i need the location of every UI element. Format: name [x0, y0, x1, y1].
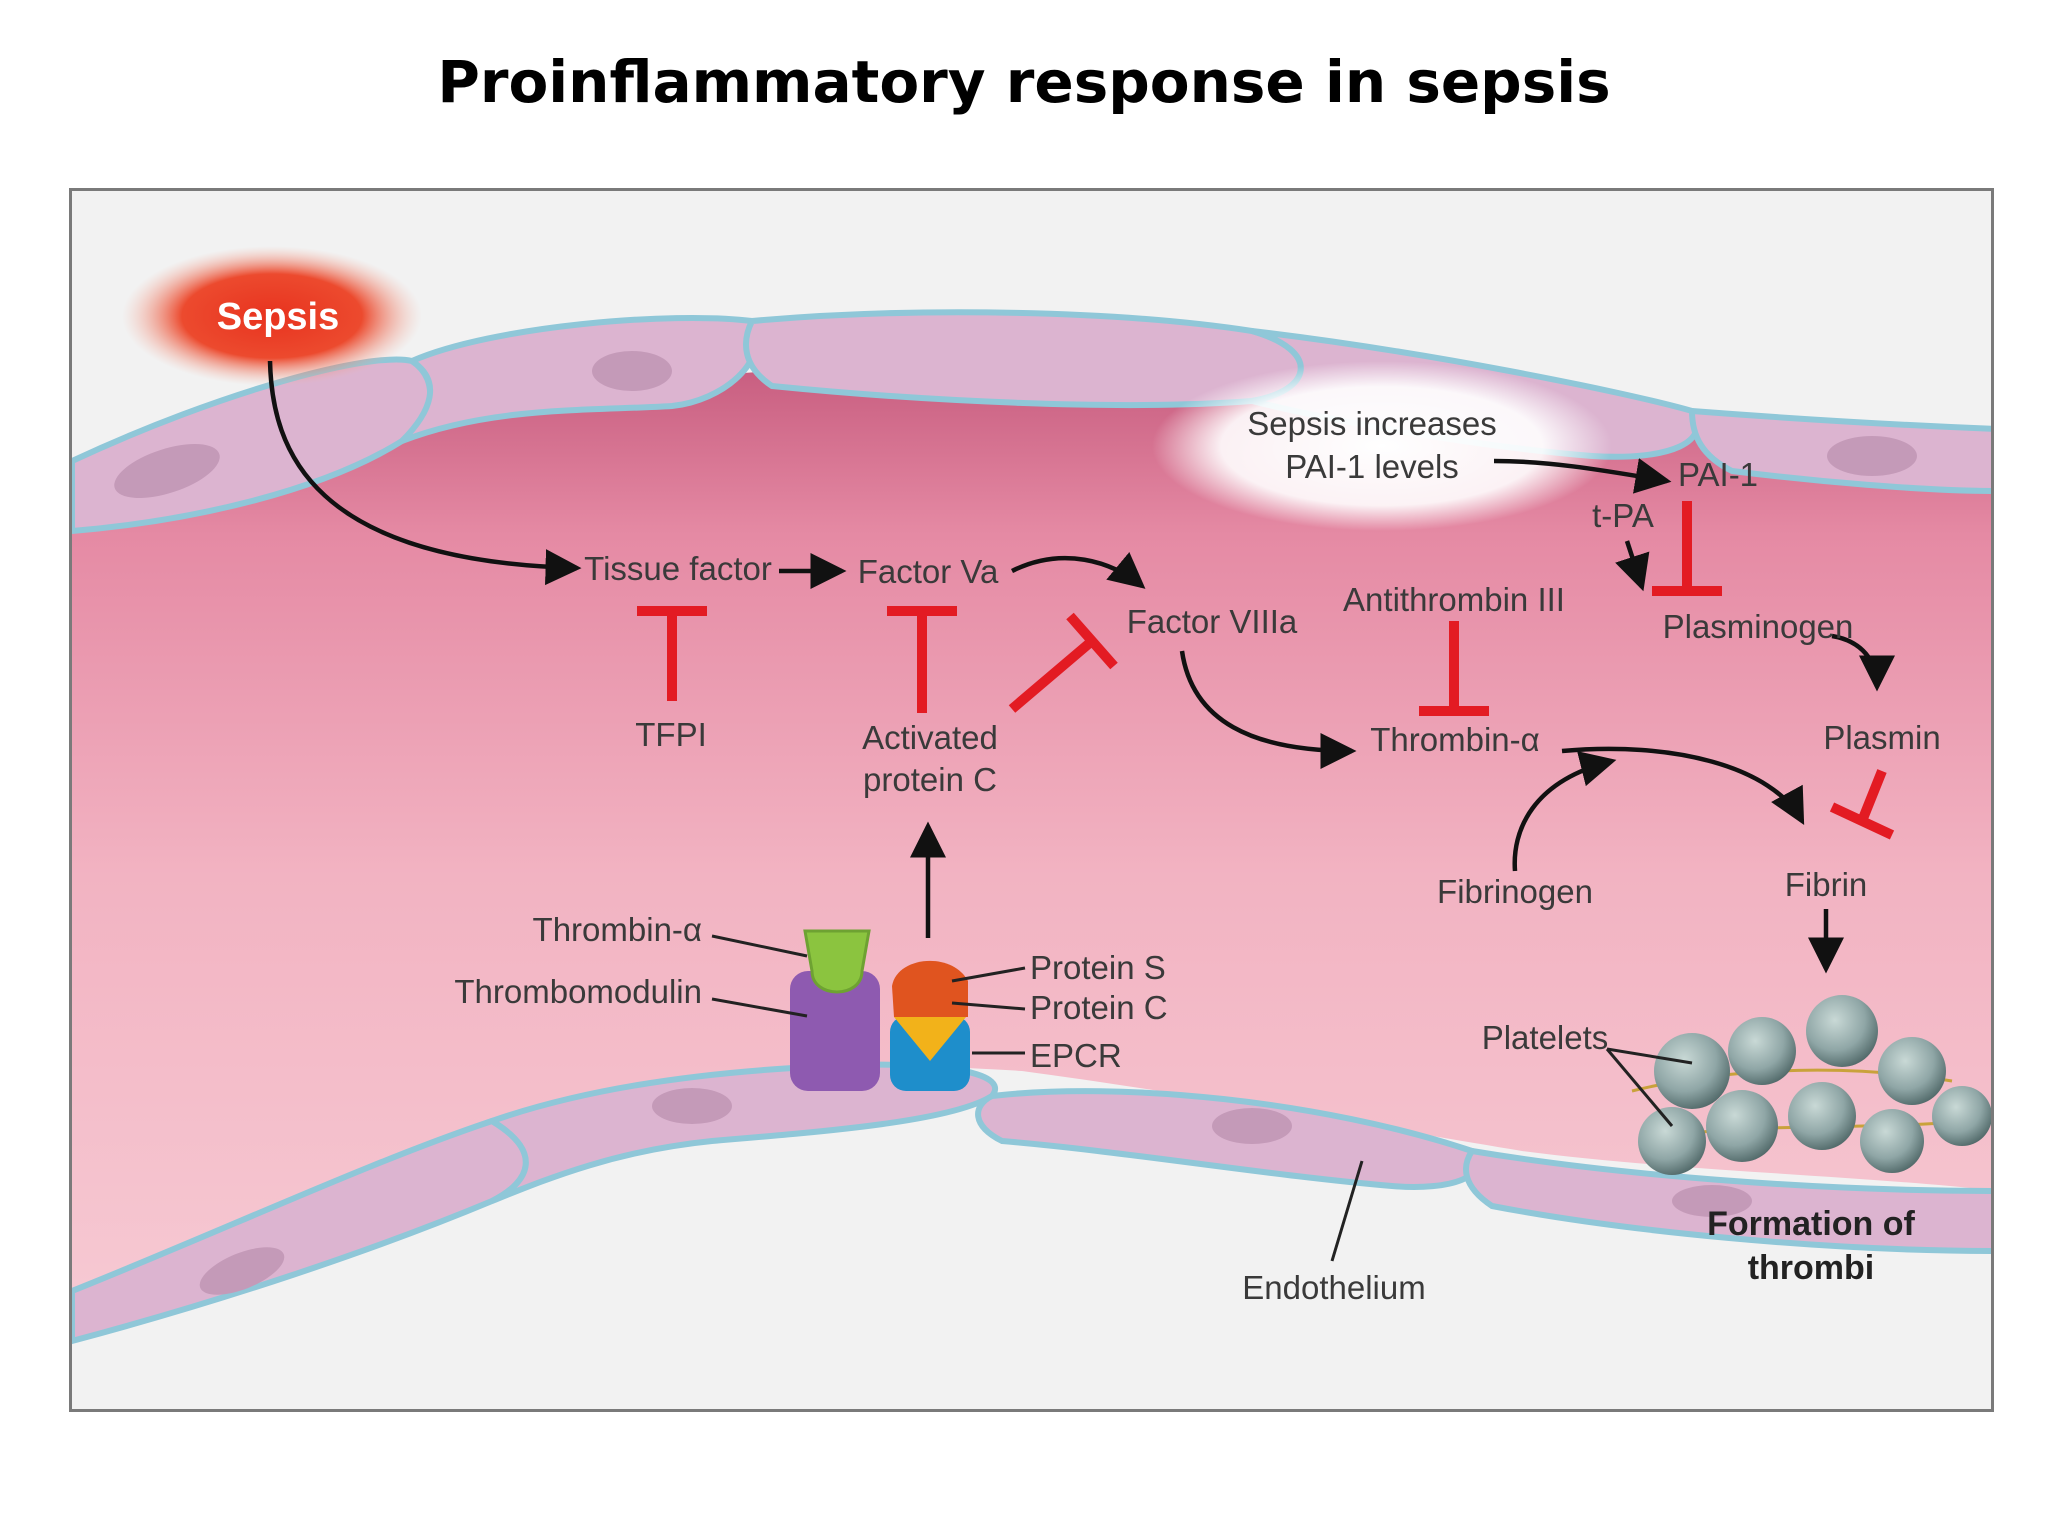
sepsis-pai-label-line1: Sepsis increases [1247, 405, 1496, 442]
activated-protein-c-label-line2: protein C [863, 761, 997, 798]
thrombomodulin-label: Thrombomodulin [454, 973, 702, 1010]
thrombin-shape [803, 929, 871, 994]
arrow-factor-viiia-to-thrombin [1179, 650, 1357, 769]
formation-thrombi-label-line1: Formation of [1707, 1205, 1915, 1243]
pai-glow [1152, 361, 1612, 531]
factor-viiia-label: Factor VIIIa [1127, 603, 1298, 640]
thrombin-alpha-complex-label: Thrombin-α [533, 911, 702, 948]
sepsis-label: Sepsis [217, 296, 340, 338]
tfpi-label: TFPI [635, 716, 707, 753]
protein-s-shape [892, 960, 968, 1017]
protein-c-shape [894, 1017, 966, 1061]
inhibit-pai1-plasminogen [1652, 501, 1722, 596]
inhibit-antithrombin-thrombin [1419, 621, 1489, 716]
pathway-diagram-svg: Sepsis Tissue factor Factor Va Factor VI… [72, 191, 1991, 1409]
fibrin-label: Fibrin [1785, 866, 1868, 903]
plasminogen-label: Plasminogen [1663, 608, 1854, 645]
platelet [1806, 995, 1878, 1067]
pai1-label: PAI-1 [1678, 456, 1758, 493]
inhibition-markers [637, 501, 1895, 840]
protein-c-label: Protein C [1030, 989, 1168, 1026]
thrombomodulin-shape [790, 971, 880, 1091]
platelets-cluster [1631, 995, 1991, 1175]
platelet [1932, 1086, 1991, 1146]
tpa-label: t-PA [1592, 497, 1654, 534]
thrombin-alpha-label: Thrombin-α [1370, 721, 1539, 758]
slide-title: Proinflammatory response in sepsis [437, 48, 1611, 116]
antithrombin-label: Antithrombin III [1343, 581, 1565, 618]
endothelium-label: Endothelium [1242, 1269, 1425, 1306]
platelet [1706, 1090, 1778, 1162]
arrow-sepsis-to-tissue-factor [267, 360, 582, 586]
formation-thrombi-label-line2: thrombi [1748, 1249, 1875, 1287]
platelets-label: Platelets [1482, 1019, 1609, 1056]
platelet [1638, 1107, 1706, 1175]
activated-protein-c-label-line1: Activated [862, 719, 998, 756]
arrow-sepsis-to-pai1 [1493, 458, 1672, 494]
arrow-thrombin-to-fibrin [1561, 746, 1805, 825]
lower-endothelium [72, 1061, 1991, 1345]
inhibit-apc-factor-viiia [1008, 612, 1118, 713]
leader-lines [711, 934, 1693, 1262]
platelet [1728, 1017, 1796, 1085]
inhibit-tfpi-tissue-factor [637, 606, 707, 701]
sepsis-pai-label-line2: PAI-1 levels [1285, 448, 1459, 485]
platelet [1788, 1082, 1856, 1150]
platelet [1878, 1037, 1946, 1105]
arrow-fibrinogen-to-fibrin [1512, 751, 1617, 872]
arrow-tpa-to-plasminogen [1615, 540, 1650, 592]
plasmin-label: Plasmin [1823, 719, 1940, 756]
vessel-lumen [72, 369, 1991, 1291]
arrow-plasminogen-to-plasmin [1831, 633, 1895, 692]
sepsis-glow [122, 246, 422, 386]
platelet [1654, 1033, 1730, 1109]
platelet [1860, 1109, 1924, 1173]
arrow-factor-va-to-factor-viiia [1010, 552, 1146, 589]
receptor-complex [790, 929, 970, 1091]
epcr-label: EPCR [1030, 1037, 1122, 1074]
inhibit-apc-factor-va [887, 606, 957, 713]
fibrinogen-label: Fibrinogen [1437, 873, 1593, 910]
activation-arrows [267, 360, 1895, 974]
tissue-factor-label: Tissue factor [584, 550, 772, 587]
inhibit-plasmin-fibrin [1829, 769, 1895, 840]
sepsis-pathway-figure: Sepsis Tissue factor Factor Va Factor VI… [69, 188, 1994, 1412]
factor-va-label: Factor Va [858, 553, 999, 590]
protein-s-label: Protein S [1030, 949, 1166, 986]
